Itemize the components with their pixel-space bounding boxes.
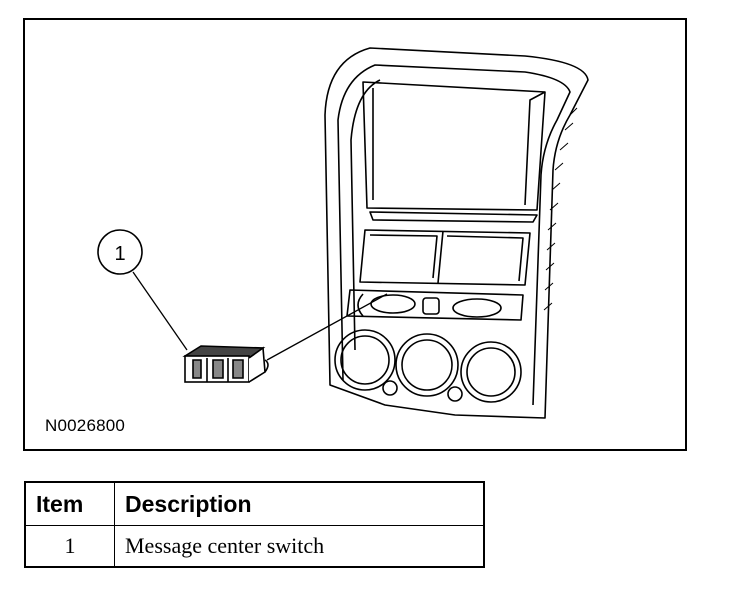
callout-number: 1 [114, 243, 125, 265]
switch-opening-row [346, 289, 524, 321]
message-center-switch [182, 345, 269, 383]
instrument-panel-illustration: 1 [97, 47, 589, 419]
item-cell: 1 [24, 525, 115, 568]
upper-button-panel [359, 229, 531, 286]
legend-header-row: Item Description [24, 481, 485, 526]
item-column-header: Item [24, 481, 115, 526]
figure-id: N0026800 [45, 416, 126, 435]
control-knob-center [395, 333, 459, 397]
legend-table: Item Description 1 Message center switch [24, 481, 485, 568]
install-leader-line [266, 293, 388, 361]
control-knob-left [334, 329, 396, 391]
callout-leader [132, 271, 188, 351]
description-cell: Message center switch [114, 525, 485, 568]
callout-circle [97, 229, 143, 275]
display-opening [362, 81, 546, 211]
center-bezel-outline [324, 47, 589, 419]
figure-frame: 1 N0026800 [23, 18, 687, 451]
table-row: 1 Message center switch [24, 525, 485, 568]
control-knob-right [460, 341, 522, 403]
description-column-header: Description [114, 481, 485, 526]
